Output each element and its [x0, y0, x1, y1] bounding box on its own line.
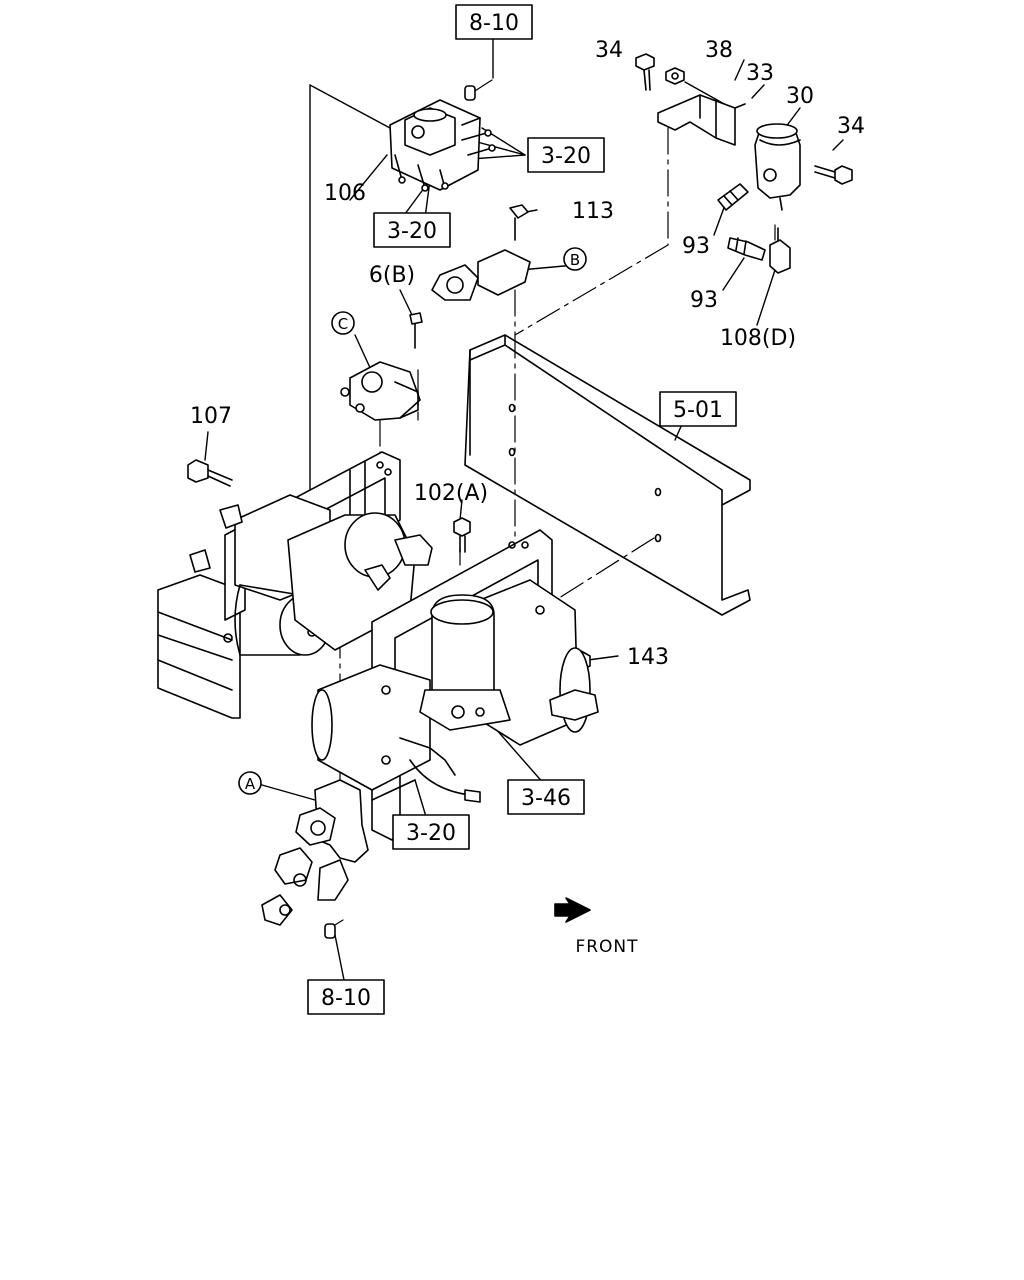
part-107: 107 [190, 404, 232, 429]
valve-c [340, 312, 423, 421]
marker-a: A [245, 775, 256, 793]
bolt-107-icon [187, 459, 233, 487]
valve-assembly-106 [389, 85, 496, 192]
part-6-b: 6(B) [369, 263, 415, 288]
part-113: 113 [572, 199, 614, 224]
bracket-33 [657, 94, 746, 146]
part-108-d: 108(D) [720, 326, 796, 351]
fitting-93-upper-icon [717, 183, 749, 211]
front-arrow-icon [554, 897, 591, 923]
part-143: 143 [627, 645, 669, 670]
ref-3-20-right: 3-20 [541, 144, 591, 169]
ref-5-01: 5-01 [673, 398, 723, 423]
marker-b-circle [563, 247, 587, 271]
frame-rail [464, 334, 751, 616]
marker-c: C [338, 315, 348, 333]
part-93-upper: 93 [682, 234, 710, 259]
part-106: 106 [324, 181, 366, 206]
valve-a [261, 779, 369, 939]
marker-a-circle [238, 771, 262, 795]
part-34-left: 34 [595, 38, 623, 63]
elbow-108-icon [769, 227, 791, 274]
bolt-34-right-icon [814, 165, 853, 185]
part-34-right: 34 [837, 114, 865, 139]
circle-markers [238, 247, 587, 795]
part-102-a: 102(A) [414, 481, 488, 506]
ref-8-10-bottom: 8-10 [321, 986, 371, 1011]
part-33: 33 [746, 61, 774, 86]
bolt-102-icon [453, 517, 471, 553]
ref-3-20-bottom: 3-20 [406, 821, 456, 846]
reference-boxes [307, 4, 737, 1015]
valve-b [431, 204, 531, 301]
part-93-lower: 93 [690, 288, 718, 313]
ref-8-10-top: 8-10 [469, 11, 519, 36]
ref-3-20-left: 3-20 [387, 219, 437, 244]
ref-3-46: 3-46 [521, 786, 571, 811]
main-assembly [157, 451, 599, 841]
bolt-34-left-icon [635, 53, 655, 91]
valve-30 [754, 123, 801, 211]
part-38: 38 [705, 38, 733, 63]
part-30: 30 [786, 84, 814, 109]
front-label: FRONT [575, 937, 638, 957]
fitting-93-lower-icon [727, 237, 766, 261]
marker-b: B [570, 251, 580, 269]
nut-38-icon [665, 67, 685, 85]
marker-c-circle [331, 311, 355, 335]
